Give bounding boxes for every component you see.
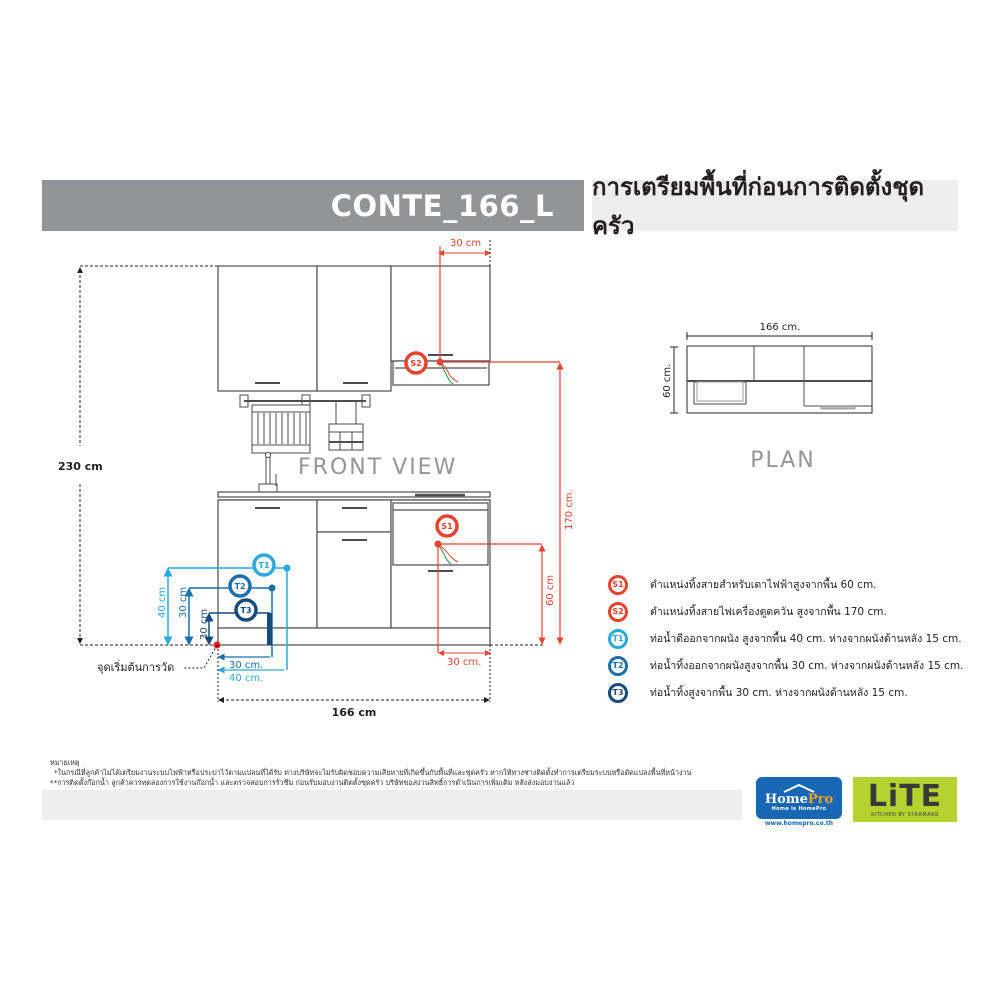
plan-width-label: 166 cm. — [760, 322, 801, 333]
t2-legend-icon: T2 — [608, 655, 628, 676]
wall-cabinets — [217, 265, 491, 392]
width-dimension: 166 cm — [217, 645, 491, 719]
s1-badge-icon — [435, 514, 459, 538]
origin-point: จุดเริ่มต้นการวัด — [97, 641, 221, 674]
model-code: CONTE_166_L — [330, 188, 554, 223]
s1-stove-cable-marker: 60 cm 30 cm. S1 — [434, 514, 556, 668]
t3-badge-icon — [234, 598, 258, 622]
height-dimension: 230 cm — [58, 265, 218, 646]
homepro-url: www.homepro.co.th — [765, 820, 833, 827]
s2-offset-label: 30 cm — [450, 238, 481, 249]
s2-hood-cable-marker: 30 cm 170 cm. S2 — [404, 238, 575, 645]
total-height-label: 230 cm — [58, 460, 103, 473]
installation-diagram: 230 cm — [58, 238, 873, 719]
legend: S1 ตำแหน่งทิ้งสายสำหรับเตาไฟฟ้าสูงจากพื้… — [608, 571, 988, 706]
notes-heading: หมายเหตุ — [50, 758, 80, 767]
notes-line-1: *ในกรณีที่ลูกค้าไม่ได้เตรียมงานระบบไฟฟ้า… — [54, 768, 692, 777]
t1-badge-icon — [252, 553, 276, 577]
legend-item-s1: S1 ตำแหน่งทิ้งสายสำหรับเตาไฟฟ้าสูงจากพื้… — [608, 571, 988, 598]
legend-text: ตำแหน่งทิ้งสายไฟเครื่องดูดควัน สูงจากพื้… — [650, 606, 887, 618]
plan-depth-label: 60 cm. — [662, 364, 673, 398]
plan-view: 166 cm. 60 cm. PLAN — [662, 322, 873, 473]
notes-line-2: **การติดตั้งก๊อกน้ำ ลูกค้าควรทดลองการใช้… — [50, 778, 575, 787]
legend-text: ท่อน้ำทิ้งออกจากผนังสูงจากพื้น 30 cm. ห่… — [650, 660, 964, 672]
t3-legend-icon: T3 — [608, 682, 628, 703]
total-width-label: 166 cm — [332, 706, 377, 719]
homepro-name-home: Home — [764, 792, 808, 807]
t3-height-label: 30 cm — [199, 609, 210, 640]
homepro-logo: HomePro Home is HomePro — [756, 777, 842, 819]
legend-item-t2: T2 ท่อน้ำทิ้งออกจากผนังสูงจากพื้น 30 cm.… — [608, 652, 988, 679]
s1-offset-label: 30 cm. — [447, 657, 481, 668]
legend-text: ท่อน้ำทิ้งสูงจากพื้น 30 cm. ห่างจากผนังด… — [650, 687, 908, 699]
s1-legend-icon: S1 — [608, 574, 628, 595]
t2-height-label: 30 cm — [178, 587, 189, 618]
t1-water-supply-marker: 40 cm 40 cm. T1 — [157, 553, 291, 684]
dish-rack-rail — [239, 394, 371, 454]
t2-drain-wall-marker: 30 cm 30 cm. T2 — [178, 574, 276, 671]
page-title-banner: การเตรียมพื้นที่ก่อนการติดตั้งชุดครัว — [592, 173, 958, 240]
notes: หมายเหตุ *ในกรณีที่ลูกค้าไม่ได้เตรียมงาน… — [50, 758, 692, 788]
t3-drain-floor-marker: 30 cm T3 — [199, 598, 272, 646]
faucet — [258, 452, 278, 493]
s2-badge-label: S2 — [410, 359, 421, 368]
s2-badge-icon — [404, 351, 428, 375]
legend-item-s2: S2 ตำแหน่งทิ้งสายไฟเครื่องดูดควัน สูงจาก… — [608, 598, 988, 625]
s2-legend-icon: S2 — [608, 601, 628, 622]
plan-label: PLAN — [750, 448, 816, 473]
homepro-tagline: Home is HomePro — [771, 806, 827, 812]
s2-height-label: 170 cm. — [564, 489, 575, 530]
homepro-name-pro: Pro — [807, 792, 834, 807]
origin-label: จุดเริ่มต้นการวัด — [97, 659, 174, 674]
front-view-label: FRONT VIEW — [298, 455, 457, 480]
t1-offset-label: 40 cm. — [229, 673, 263, 684]
lite-tagline: KITCHEN BY STARMARK — [871, 811, 939, 818]
legend-text: ตำแหน่งทิ้งสายสำหรับเตาไฟฟ้าสูงจากพื้น 6… — [650, 579, 877, 591]
lite-name: LiTE — [867, 778, 943, 814]
legend-item-t1: T1 ท่อน้ำดีออกจากผนัง สูงจากพื้น 40 cm. … — [608, 625, 988, 652]
notes-band — [42, 790, 742, 820]
legend-text: ท่อน้ำดีออกจากผนัง สูงจากพื้น 40 cm. ห่า… — [650, 633, 962, 645]
t3-badge-label: T3 — [240, 606, 251, 615]
roof-icon — [783, 784, 815, 793]
legend-item-t3: T3 ท่อน้ำทิ้งสูงจากพื้น 30 cm. ห่างจากผน… — [608, 679, 988, 706]
t2-badge-icon — [228, 574, 252, 598]
page-title: การเตรียมพื้นที่ก่อนการติดตั้งชุดครัว — [592, 172, 925, 240]
t1-legend-icon: T1 — [608, 628, 628, 649]
lite-logo: LiTE KITCHEN BY STARMARK — [853, 777, 957, 822]
t1-height-label: 40 cm — [157, 587, 168, 618]
s1-height-label: 60 cm — [545, 575, 556, 606]
t2-offset-label: 30 cm. — [229, 660, 263, 671]
t1-badge-label: T1 — [258, 561, 269, 570]
model-code-banner: CONTE_166_L — [42, 180, 584, 231]
s1-badge-label: S1 — [441, 522, 453, 531]
t2-badge-label: T2 — [234, 582, 245, 591]
